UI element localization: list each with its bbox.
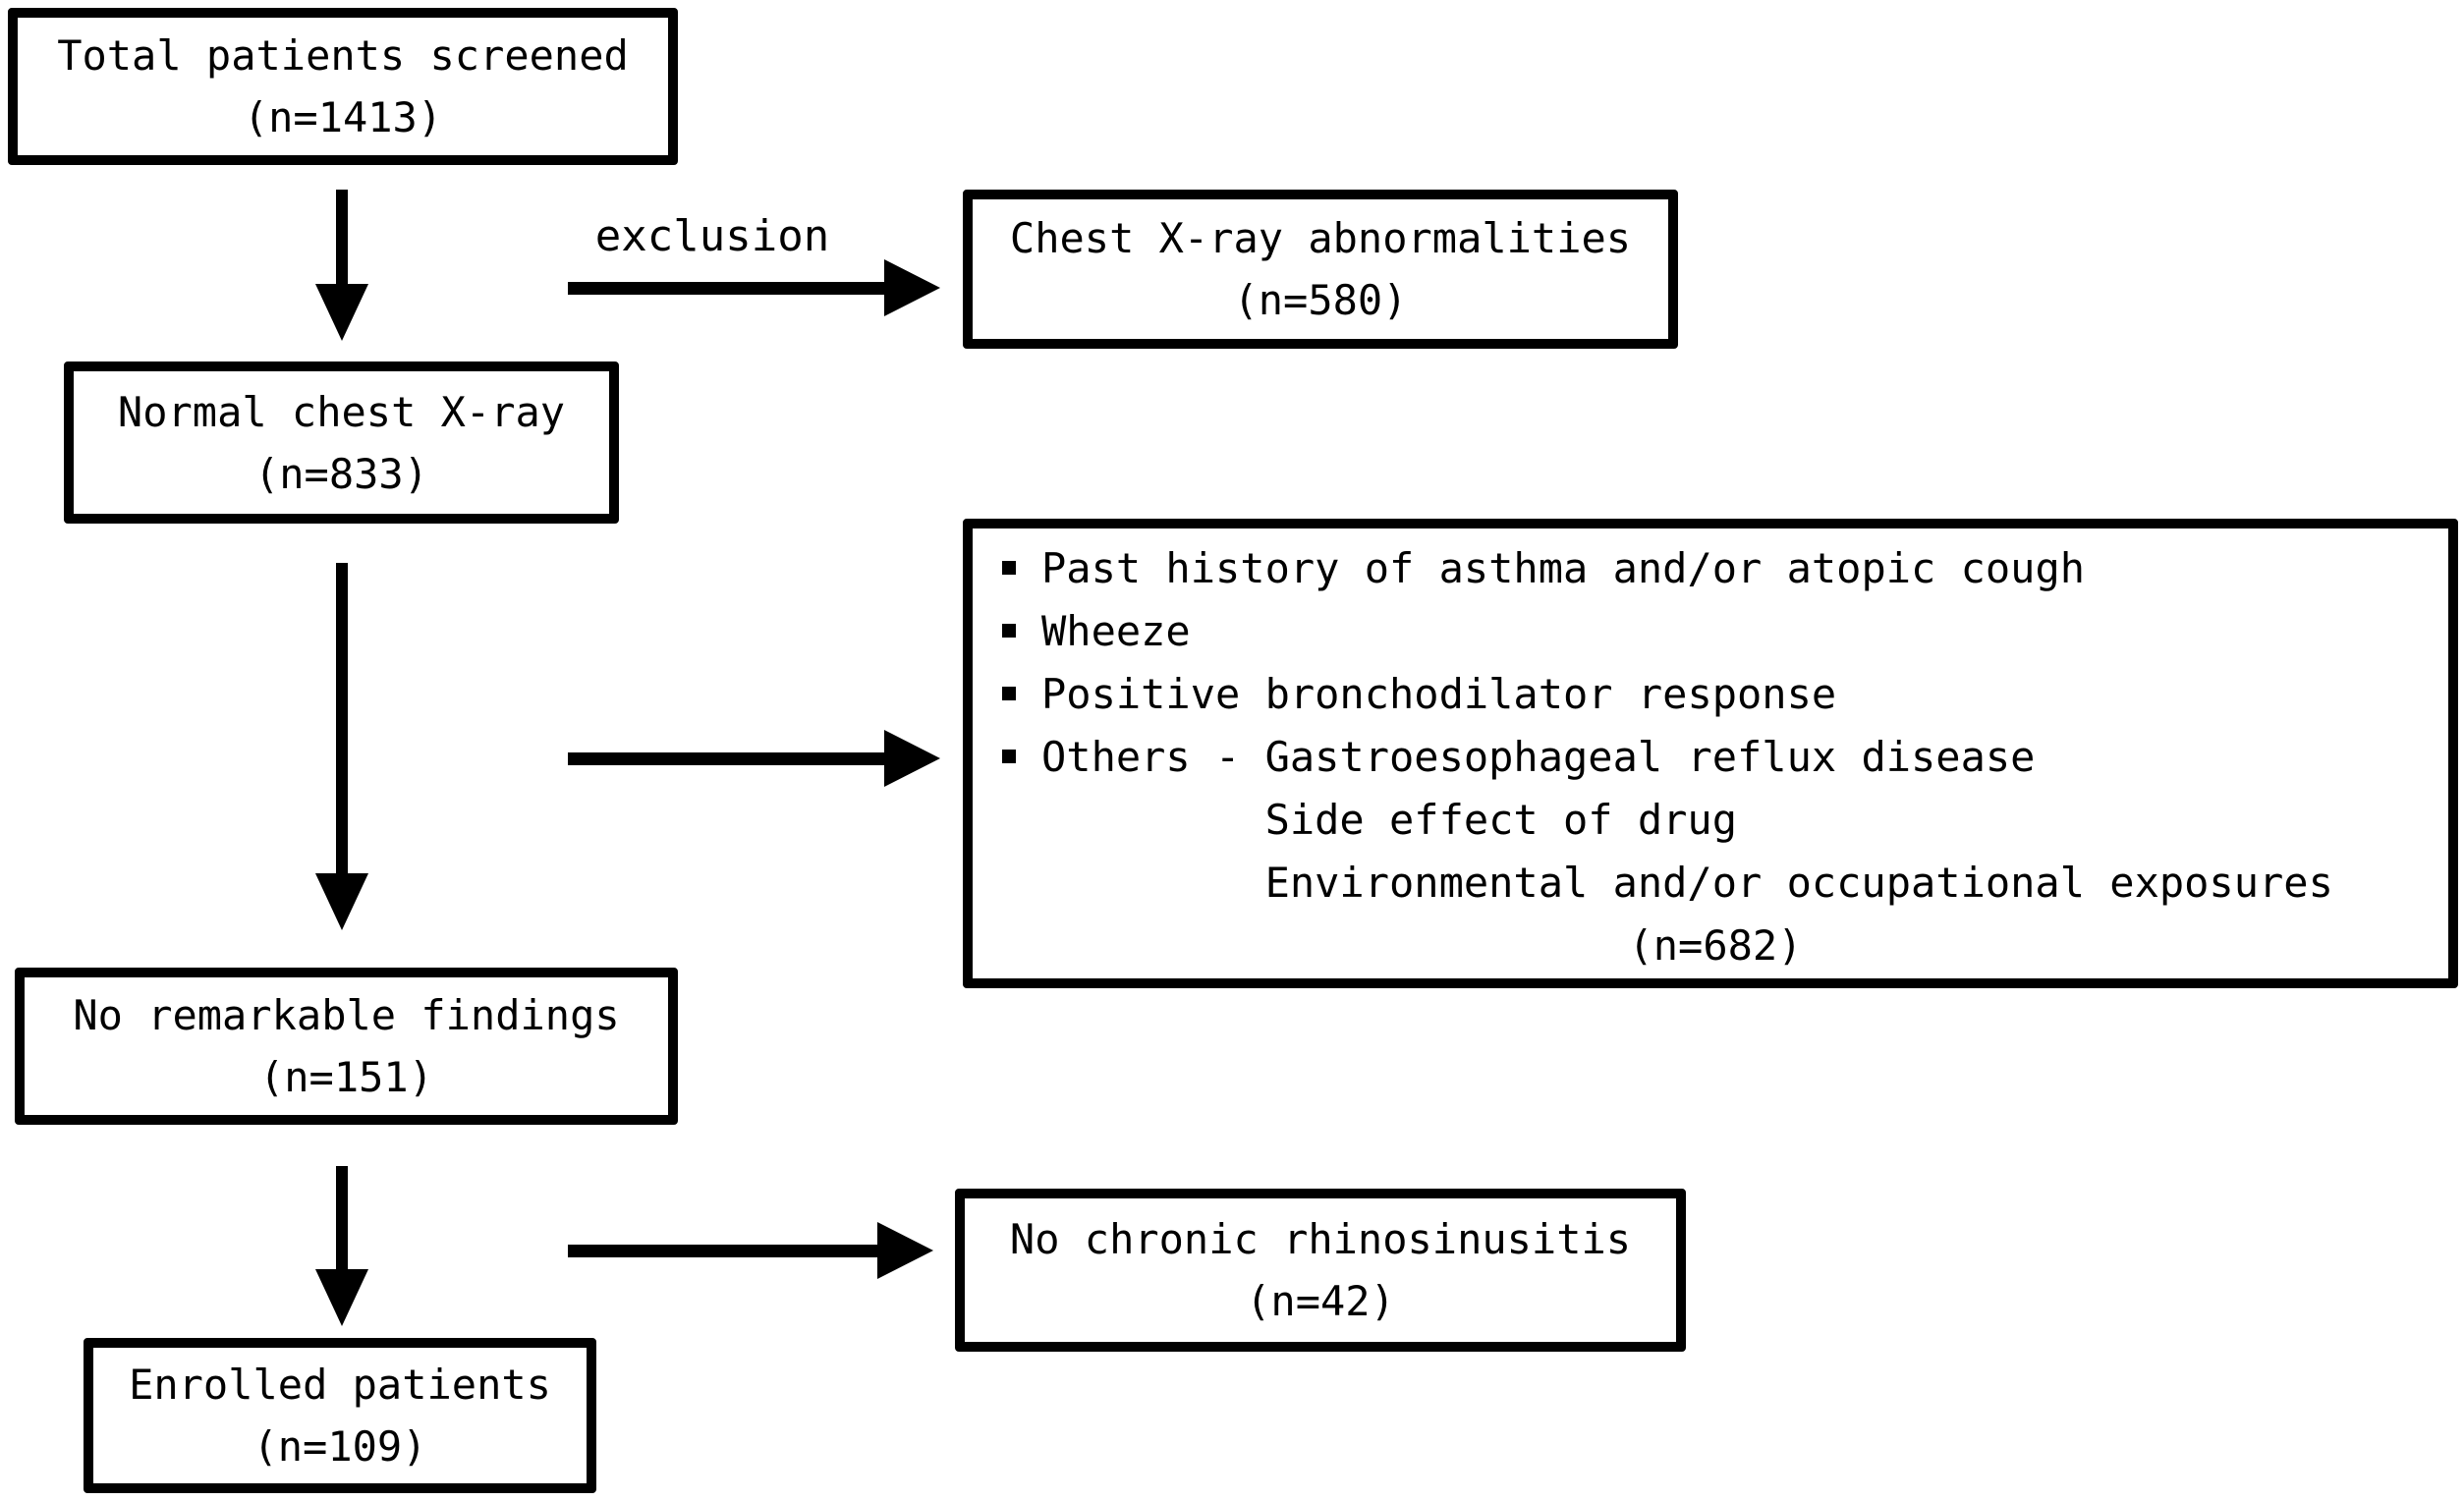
box-normalxray-title: Normal chest X-ray [117, 387, 566, 436]
box-total-count: (n=1413) [243, 93, 443, 141]
box-xrayabn-title: Chest X-ray abnormalities [1009, 214, 1632, 262]
arrow-right-2-head-icon [884, 730, 940, 787]
box-rhino-title: No chronic rhinosinusitis [1009, 1215, 1632, 1263]
arrow-down-2-head-icon [315, 873, 368, 930]
box-enrolled-patients: Enrolled patients (n=109) [84, 1338, 596, 1493]
arrow-down-1-shaft [336, 190, 348, 284]
criteria-line: Side effect of drug [1002, 788, 2429, 851]
criteria-line: Others - Gastroesophageal reflux disease [1002, 725, 2429, 788]
criteria-line-text: Positive bronchodilator response [1041, 669, 1837, 718]
box-noremark-title: No remarkable findings [73, 991, 620, 1039]
box-no-remarkable-findings: No remarkable findings (n=151) [15, 968, 678, 1125]
box-total-patients-screened: Total patients screened (n=1413) [8, 8, 678, 165]
box-enrolled-title: Enrolled patients [129, 1361, 551, 1409]
criteria-line-text: Side effect of drug [1264, 795, 1737, 844]
box-no-chronic-rhinosinusitis: No chronic rhinosinusitis (n=42) [955, 1189, 1686, 1352]
arrow-right-1-head-icon [884, 259, 940, 316]
box-normalxray-count: (n=833) [253, 449, 428, 498]
arrow-right-3-shaft [568, 1245, 878, 1257]
arrow-down-2-shaft [336, 563, 348, 875]
bullet-icon [1002, 687, 1041, 700]
arrow-right-1-shaft [568, 282, 886, 295]
box-enrolled-count: (n=109) [252, 1422, 427, 1471]
criteria-line: (n=682) [1002, 914, 2429, 976]
box-rhino-count: (n=42) [1246, 1277, 1395, 1325]
criteria-line-text: Past history of asthma and/or atopic cou… [1041, 543, 2086, 592]
box-normal-chest-xray: Normal chest X-ray (n=833) [64, 361, 619, 524]
box-exclusion-criteria: Past history of asthma and/or atopic cou… [963, 519, 2458, 988]
box-noremark-count: (n=151) [258, 1053, 433, 1101]
bullet-icon [1002, 750, 1041, 763]
box-total-title: Total patients screened [57, 31, 629, 80]
criteria-line: Past history of asthma and/or atopic cou… [1002, 536, 2429, 599]
arrow-right-3-head-icon [877, 1222, 933, 1279]
bullet-icon [1002, 561, 1041, 575]
criteria-line-text: (n=682) [1628, 920, 1803, 970]
arrow-down-3-shaft [336, 1166, 348, 1271]
criteria-line: Wheeze [1002, 599, 2429, 662]
criteria-line: Positive bronchodilator response [1002, 662, 2429, 725]
arrow-right-2-shaft [568, 752, 886, 765]
box-chest-xray-abnormalities: Chest X-ray abnormalities (n=580) [963, 190, 1678, 349]
criteria-line: Environmental and/or occupational exposu… [1002, 851, 2429, 914]
criteria-line-text: Others - Gastroesophageal reflux disease [1041, 732, 2036, 781]
exclusion-arrow-label: exclusion [594, 211, 830, 261]
box-xrayabn-count: (n=580) [1233, 276, 1408, 324]
arrow-down-1-head-icon [315, 284, 368, 341]
criteria-line-text: Wheeze [1041, 606, 1191, 655]
bullet-icon [1002, 624, 1041, 638]
criteria-line-text: Environmental and/or occupational exposu… [1264, 858, 2333, 907]
arrow-down-3-head-icon [315, 1269, 368, 1326]
